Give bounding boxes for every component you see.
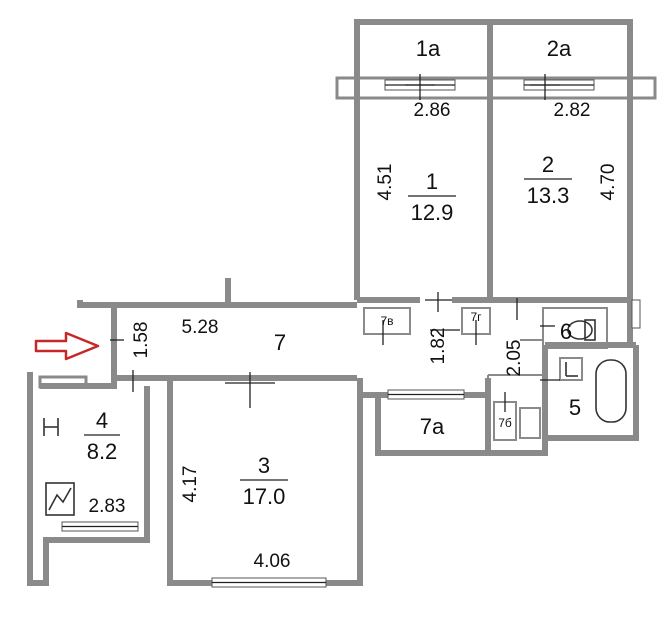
room-1-number: 1 [426, 169, 438, 194]
balcony-strip [335, 76, 657, 100]
dim-room3-length: 4.17 [180, 466, 201, 503]
dim-room3-width: 4.06 [254, 551, 291, 572]
wall-room4 [27, 372, 150, 586]
shelf [38, 375, 88, 389]
room-1a-label: 1а [416, 36, 441, 61]
dim-bath-hall-width: 2.05 [504, 340, 525, 377]
dim-entrance-width: 1.58 [131, 322, 152, 359]
dim-room1-width: 2.86 [414, 100, 451, 121]
room-3-area: 17.0 [243, 484, 286, 509]
room4-sink-icon [43, 418, 59, 436]
room-4-number: 4 [96, 408, 108, 433]
dim-hall-width: 1.82 [428, 328, 449, 365]
dimension-labels: 2.86 2.82 4.51 4.70 5.28 1.58 1.82 2.05 … [89, 100, 619, 572]
room-7g-label: 7г [470, 310, 482, 324]
bathtub-icon [595, 359, 627, 423]
wall-room4-top [40, 372, 117, 389]
room-labels: 1а 2а 1 12.9 2 13.3 3 17.0 4 8.2 5 6 7 7… [84, 36, 581, 509]
toilet-icon [567, 319, 596, 341]
wall-upper-block [354, 19, 633, 303]
room-2-area: 13.3 [527, 183, 570, 208]
dimension-ticks [110, 74, 560, 412]
sink-icon [565, 362, 578, 377]
room-2a-label: 2а [547, 36, 572, 61]
room-7-label: 7 [274, 330, 286, 355]
closet-7b-extra [519, 407, 541, 439]
dim-corridor-length: 5.28 [182, 317, 219, 338]
room-4-area: 8.2 [87, 439, 118, 464]
wall-entrance-left [80, 302, 117, 372]
dim-room2-length: 4.70 [598, 164, 619, 201]
room-3-number: 3 [258, 453, 270, 478]
wall-bath-block [485, 345, 639, 456]
entrance-arrow-icon [34, 331, 100, 361]
window-right [631, 299, 641, 329]
ventilation-shaft-icon [45, 482, 75, 516]
room-5-label: 5 [569, 395, 581, 420]
room-1-area: 12.9 [411, 200, 454, 225]
dim-room4-width: 2.83 [89, 496, 126, 517]
room-7a-label: 7а [420, 414, 445, 439]
room-7v-label: 7в [380, 314, 393, 328]
room-7b-label: 7б [498, 416, 512, 430]
closet-7v [363, 307, 411, 335]
room-6-label: 6 [560, 319, 572, 344]
room-2-number: 2 [542, 152, 554, 177]
walls [27, 19, 657, 586]
utility-box [559, 357, 583, 381]
partitions [363, 307, 608, 441]
dim-room2-width: 2.82 [554, 100, 591, 121]
dim-room1-length: 4.51 [375, 164, 396, 201]
toilet-room-6 [542, 307, 608, 349]
